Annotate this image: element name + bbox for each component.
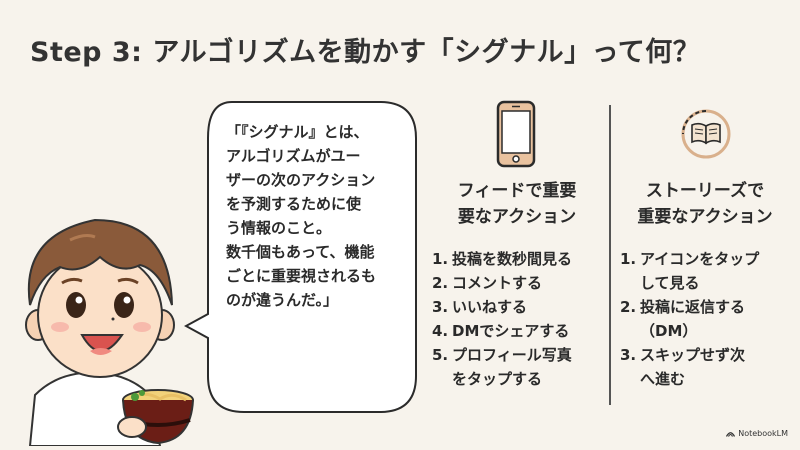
slide-title: Step 3: アルゴリズムを動かす「シグナル」って何？ [30, 37, 701, 68]
list-item: 1. 投稿を数秒間見る [432, 247, 572, 271]
list-item-number: 3. [620, 346, 637, 364]
list-item-text: コメントする [452, 274, 543, 292]
speech-bubble-text: 「『シグナル』とは、 アルゴリズムがユー ザーの次のアクション を予測するために… [226, 123, 377, 309]
speech-bubble-outline [184, 101, 417, 413]
list-item-text: DMでシェアする [452, 322, 570, 340]
list-item-text: スキップせず次 へ進む [640, 346, 746, 388]
feed-action-list: 1. 投稿を数秒間見る 2. コメントする 3. いいねする 4. DMでシェア… [432, 247, 572, 391]
list-item-text: プロフィール写真 をタップする [452, 346, 572, 388]
list-item: 3. スキップせず次 へ進む [620, 343, 759, 391]
list-item-number: 1. [432, 250, 449, 268]
list-item-number: 4. [432, 322, 449, 340]
list-item: 5. プロフィール写真 をタップする [432, 343, 572, 391]
boy-with-udon-icon [25, 218, 194, 447]
list-item-number: 3. [432, 298, 449, 316]
list-item: 2. コメントする [432, 271, 572, 295]
list-item-number: 2. [432, 274, 449, 292]
list-item-text: いいねする [452, 298, 528, 316]
stories-action-list: 1. アイコンをタップ して見る 2. 投稿に返信する （DM） 3. スキップ… [620, 247, 759, 391]
column-divider [609, 105, 611, 405]
smartphone-icon [496, 100, 536, 172]
list-item: 4. DMでシェアする [432, 319, 572, 343]
list-item: 1. アイコンをタップ して見る [620, 247, 759, 295]
notebooklm-logo-icon [726, 432, 736, 437]
stories-heading: ストーリーズで 重要なアクション [637, 181, 773, 227]
speech-bubble: 「『シグナル』とは、 アルゴリズムがユー ザーの次のアクション を予測するために… [184, 100, 417, 413]
list-item: 3. いいねする [432, 295, 572, 319]
brand-label: NotebookLM [738, 429, 788, 438]
list-item-text: アイコンをタップ して見る [640, 250, 760, 292]
list-item-number: 5. [432, 346, 449, 364]
list-item-number: 2. [620, 298, 637, 316]
notebooklm-brand: NotebookLM [726, 429, 788, 438]
character-illustration [0, 195, 210, 447]
feed-heading: フィードで重要 要なアクション [457, 181, 577, 227]
list-item-text: 投稿を数秒間見る [452, 250, 573, 268]
book-icon [680, 108, 732, 164]
list-item-text: 投稿に返信する （DM） [640, 298, 746, 340]
list-item-number: 1. [620, 250, 637, 268]
list-item: 2. 投稿に返信する （DM） [620, 295, 759, 343]
